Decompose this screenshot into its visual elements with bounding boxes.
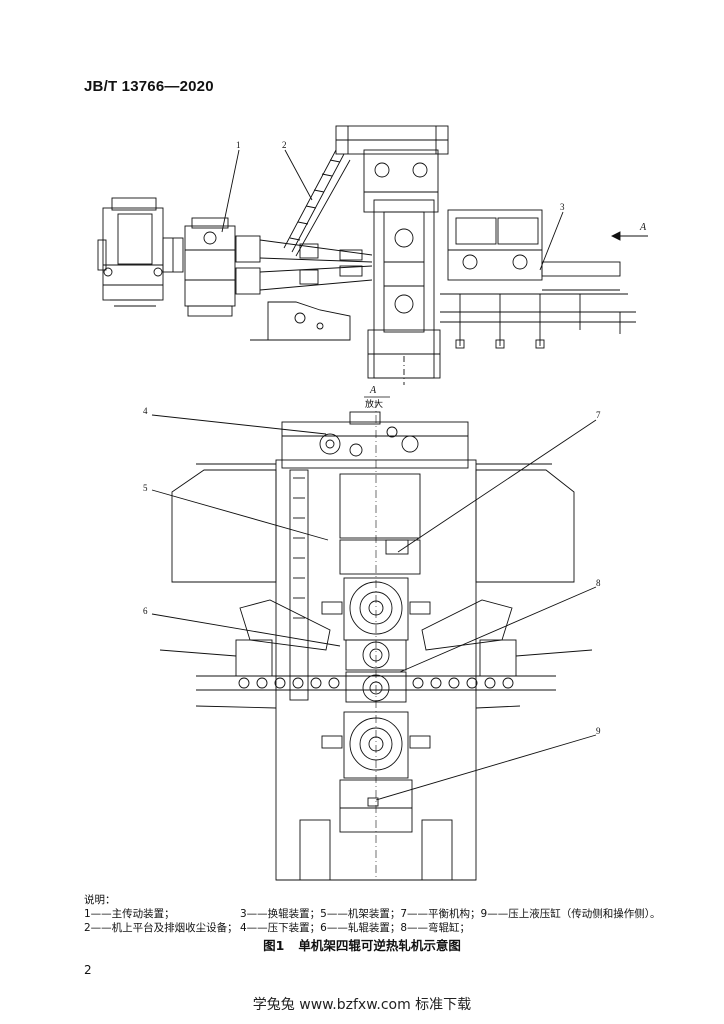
figure-legend: 说明： 1——主传动装置； 3——换辊装置；5——机架装置；7——平衡机构；9—… [84,893,704,935]
callout-9: 9 [596,726,601,736]
legend-heading-row: 说明： [84,893,704,907]
callout-3: 3 [560,202,565,212]
enlarged-view-a [151,400,597,881]
callout-6: 6 [143,606,148,616]
callout-5: 5 [143,483,148,493]
enlarged-label: 放大 [365,398,383,410]
callout-8: 8 [596,578,601,588]
legend-heading: 说明： [84,894,116,906]
view-a-label: A [369,385,377,396]
callout-4: 4 [143,406,148,416]
legend-items-4-6-8: 4——压下装置；6——轧辊装置；8——弯辊缸； [240,922,471,934]
legend-row-2: 2——机上平台及排烟收尘设备； 4——压下装置；6——轧辊装置；8——弯辊缸； [84,921,704,935]
figure-number: 图1 [263,938,285,953]
callout-1: 1 [236,140,241,150]
legend-items-3-5-7-9: 3——换辊装置；5——机架装置；7——平衡机构；9——压上液压缸（传动侧和操作侧… [240,908,661,920]
elevation-view [97,125,648,385]
rolling-mill-drawing: 1 2 3 4 5 6 7 8 9 A A 放大 [97,125,648,881]
legend-item-2: 2——机上平台及排烟收尘设备； [84,922,238,934]
legend-item-1: 1——主传动装置； [84,908,175,920]
callout-2: 2 [282,140,287,150]
figure-caption: 图1 单机架四辊可逆热轧机示意图 [0,935,724,954]
figure-title: 单机架四辊可逆热轧机示意图 [298,938,461,953]
callout-7: 7 [596,410,601,420]
site-watermark: 学兔兔 www.bzfxw.com 标准下载 [252,997,472,1013]
legend-row-1: 1——主传动装置； 3——换辊装置；5——机架装置；7——平衡机构；9——压上液… [84,907,704,921]
page-number: 2 [84,963,92,977]
view-arrow-label: A [639,222,647,233]
standard-code: JB/T 13766—2020 [84,78,214,95]
